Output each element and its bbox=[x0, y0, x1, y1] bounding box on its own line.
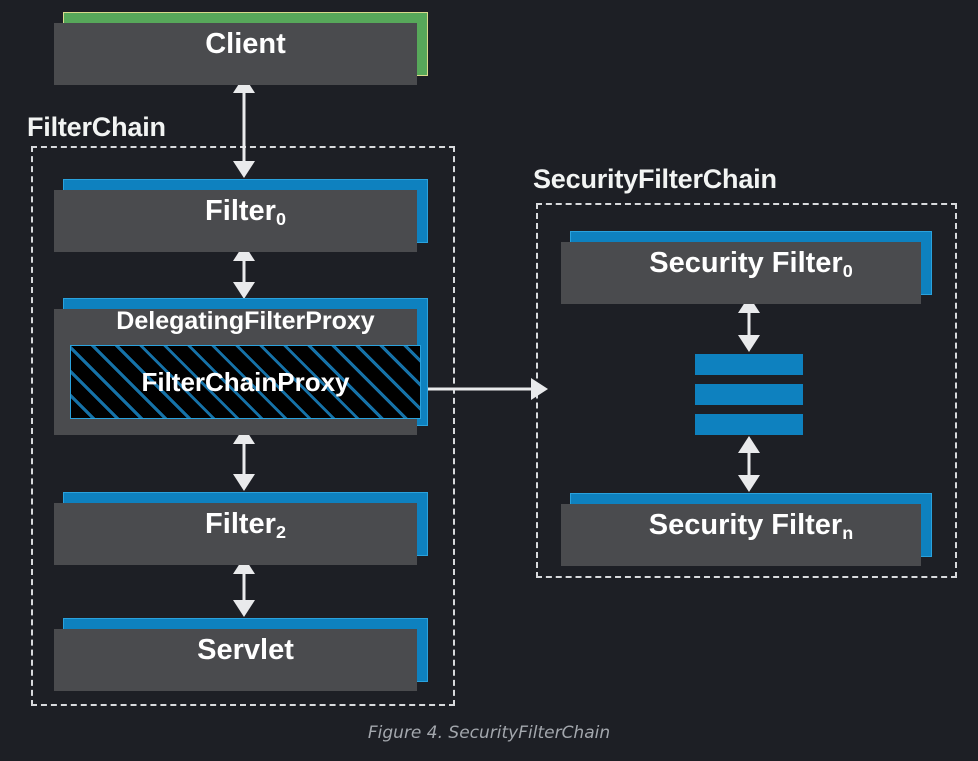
node-security-filter-n-text: Security Filter bbox=[648, 508, 843, 541]
node-servlet[interactable]: Servlet bbox=[54, 618, 428, 691]
arrow-head-down-icon bbox=[233, 282, 255, 299]
node-delegating-filter-proxy[interactable]: DelegatingFilterProxy FilterChainProxy bbox=[54, 298, 428, 435]
node-filter-2[interactable]: Filter2 bbox=[54, 492, 428, 565]
node-filter-2-shadow bbox=[54, 503, 417, 565]
node-security-filter-0-text: Security Filter bbox=[649, 246, 843, 279]
arrow-head-up-icon bbox=[738, 436, 760, 453]
arrow-head-down-icon bbox=[233, 474, 255, 491]
node-filter-2-subscript: 2 bbox=[275, 521, 286, 542]
filterchain-group-label: FilterChain bbox=[27, 112, 166, 142]
connector-ellipsis-to-securityfiltern bbox=[737, 436, 761, 492]
node-filter-chain-proxy-label: FilterChainProxy bbox=[141, 366, 350, 397]
node-security-filter-n-subscript: n bbox=[842, 522, 854, 543]
node-filter-2-text: Filter bbox=[205, 507, 276, 540]
node-delegating-filter-proxy-label: DelegatingFilterProxy bbox=[116, 306, 375, 335]
arrow-head-down-icon bbox=[233, 161, 255, 178]
ellipsis-bar-3 bbox=[695, 414, 803, 435]
connector-client-to-filter0 bbox=[232, 76, 256, 178]
arrow-stem bbox=[747, 306, 751, 342]
arrow-stem bbox=[428, 387, 533, 391]
node-security-filter-n-label: Security Filtern bbox=[648, 508, 854, 543]
arrow-head-down-icon bbox=[738, 475, 760, 492]
node-filter-0-label: Filter0 bbox=[205, 194, 286, 229]
arrow-stem bbox=[242, 254, 246, 289]
node-filter-0-text: Filter bbox=[205, 194, 276, 227]
connector-delegatingfilterproxy-to-filter2 bbox=[232, 427, 256, 491]
node-security-filter-0-shadow bbox=[561, 242, 921, 304]
node-filter-chain-proxy[interactable]: FilterChainProxy bbox=[70, 345, 421, 419]
node-security-filter-n[interactable]: Security Filtern bbox=[561, 493, 932, 566]
node-filter-0[interactable]: Filter0 bbox=[54, 179, 428, 252]
figure-caption: Figure 4. SecurityFilterChain bbox=[367, 723, 611, 743]
connector-filter0-to-delegatingfilterproxy bbox=[232, 244, 256, 299]
node-security-filter-0-label: Security Filter0 bbox=[649, 246, 853, 281]
node-servlet-shadow bbox=[54, 629, 417, 691]
arrow-head-right-icon bbox=[531, 378, 548, 400]
node-client-shadow bbox=[54, 23, 417, 85]
securityfilterchain-group-label: SecurityFilterChain bbox=[533, 164, 777, 194]
arrow-stem bbox=[747, 446, 751, 482]
node-filter-0-subscript: 0 bbox=[275, 208, 286, 229]
node-servlet-label: Servlet bbox=[197, 633, 294, 666]
node-security-filter-n-shadow bbox=[561, 504, 921, 566]
arrow-stem bbox=[242, 567, 246, 607]
node-client[interactable]: Client bbox=[54, 12, 428, 85]
arrow-head-down-icon bbox=[738, 335, 760, 352]
ellipsis-bar-2 bbox=[695, 384, 803, 405]
arrow-stem bbox=[242, 437, 246, 481]
connector-securityfilter0-to-ellipsis bbox=[737, 296, 761, 352]
arrow-stem bbox=[242, 86, 246, 168]
node-filter-2-label: Filter2 bbox=[205, 507, 286, 542]
node-security-filter-0[interactable]: Security Filter0 bbox=[561, 231, 932, 304]
node-security-filter-0-subscript: 0 bbox=[842, 260, 853, 281]
node-client-label: Client bbox=[205, 27, 286, 60]
node-filter-0-shadow bbox=[54, 190, 417, 252]
arrow-head-down-icon bbox=[233, 600, 255, 617]
connector-filterchainproxy-to-securityfilterchain bbox=[428, 378, 548, 400]
ellipsis-bar-1 bbox=[695, 354, 803, 375]
connector-filter2-to-servlet bbox=[232, 557, 256, 617]
